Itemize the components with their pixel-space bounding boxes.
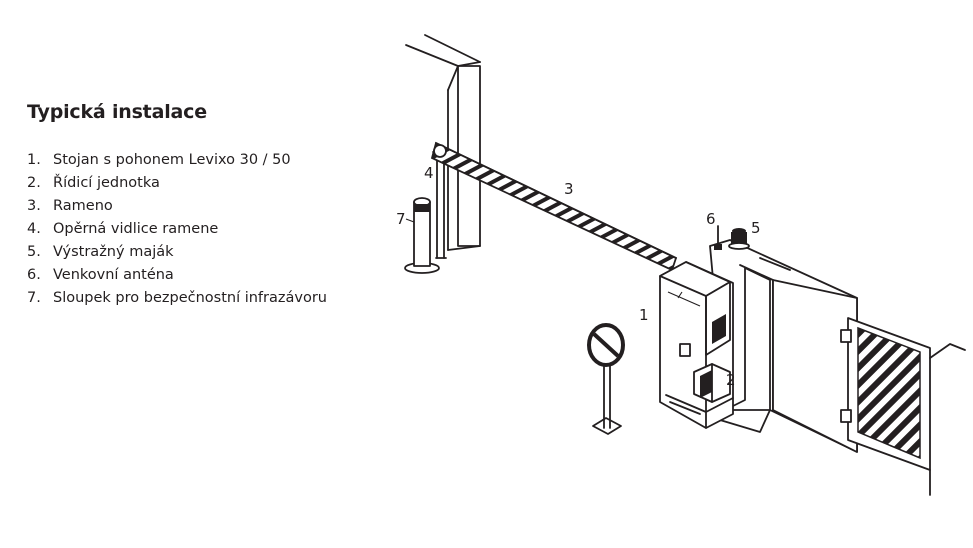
control-unit [693, 363, 731, 403]
legend-item: 3. Rameno [27, 195, 367, 218]
sliding-gate [709, 239, 966, 496]
photocell-post [404, 197, 440, 274]
legend-item: 4. Opěrná vidlice ramene [27, 218, 367, 241]
legend-item-number: 4. [27, 221, 41, 237]
legend-item: 5. Výstražný maják [27, 241, 367, 264]
callout-6: 6 [706, 210, 716, 228]
callout-7: 7 [396, 210, 406, 228]
legend-item-label: Stojan s pohonem Levixo 30 / 50 [53, 152, 291, 168]
callout-5: 5 [751, 219, 761, 237]
callout-3: 3 [564, 180, 574, 198]
legend-item-number: 6. [27, 267, 41, 283]
legend-title: Typická instalace [27, 101, 207, 123]
legend-item: 6. Venkovní anténa [27, 264, 367, 287]
legend-item-number: 2. [27, 175, 41, 191]
callout-2: 2 [726, 371, 736, 389]
legend-item-label: Opěrná vidlice ramene [53, 221, 219, 237]
barrier-cabinet [659, 261, 734, 429]
legend-item: 2. Řídicí jednotka [27, 172, 367, 195]
external-antenna [714, 225, 722, 250]
warning-beacon [728, 228, 750, 250]
legend-item-number: 7. [27, 290, 41, 306]
traffic-sign-post [587, 323, 625, 435]
callout-4: 4 [424, 164, 434, 182]
legend-item: 7. Sloupek pro bezpečnostní infrazávoru [27, 287, 367, 310]
legend-item-label: Výstražný maják [53, 244, 174, 260]
legend-item-label: Rameno [53, 198, 113, 214]
legend-item-number: 3. [27, 198, 41, 214]
legend-item-label: Venkovní anténa [53, 267, 174, 283]
legend-item-number: 5. [27, 244, 41, 260]
legend-item: 1. Stojan s pohonem Levixo 30 / 50 [27, 149, 367, 172]
legend-list: 1. Stojan s pohonem Levixo 30 / 50 2. Řídi… [27, 149, 367, 310]
legend-item-label: Řídicí jednotka [53, 175, 160, 191]
legend: Typická instalace 1. Stojan s pohonem Lev… [27, 101, 367, 310]
callout-1: 1 [639, 306, 649, 324]
legend-item-label: Sloupek pro bezpečnostní infrazávoru [53, 290, 327, 306]
legend-item-number: 1. [27, 152, 41, 168]
arm-support-fork [432, 151, 449, 259]
